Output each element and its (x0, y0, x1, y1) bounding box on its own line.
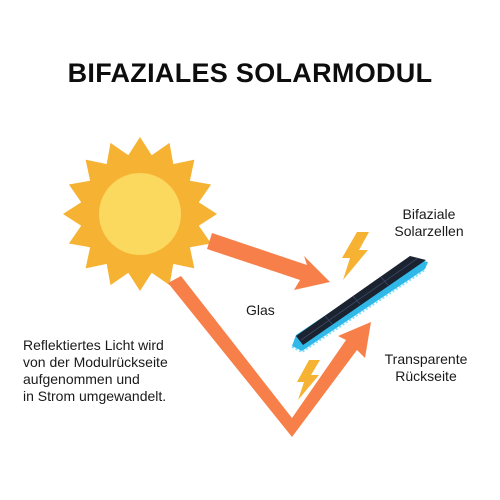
lightning-bolt-icon (342, 232, 369, 280)
lightning-bolt-icon (297, 360, 320, 400)
incoming-light-arrow (207, 233, 330, 290)
sun-icon (63, 137, 217, 291)
label-reflected-light: Reflektiertes Licht wird von der Modulrü… (23, 337, 168, 404)
label-transparent-back: Transparente Rückseite (384, 351, 468, 384)
sun-inner-disc (99, 173, 181, 255)
label-glass: Glas (246, 302, 275, 318)
reflected-light-arrow (168, 276, 371, 437)
diagram-title: BIFAZIALES SOLARMODUL (67, 58, 433, 88)
label-bifacial-cells: Bifaziale Solarzellen (394, 206, 464, 239)
solar-panel-icon (291, 256, 428, 354)
